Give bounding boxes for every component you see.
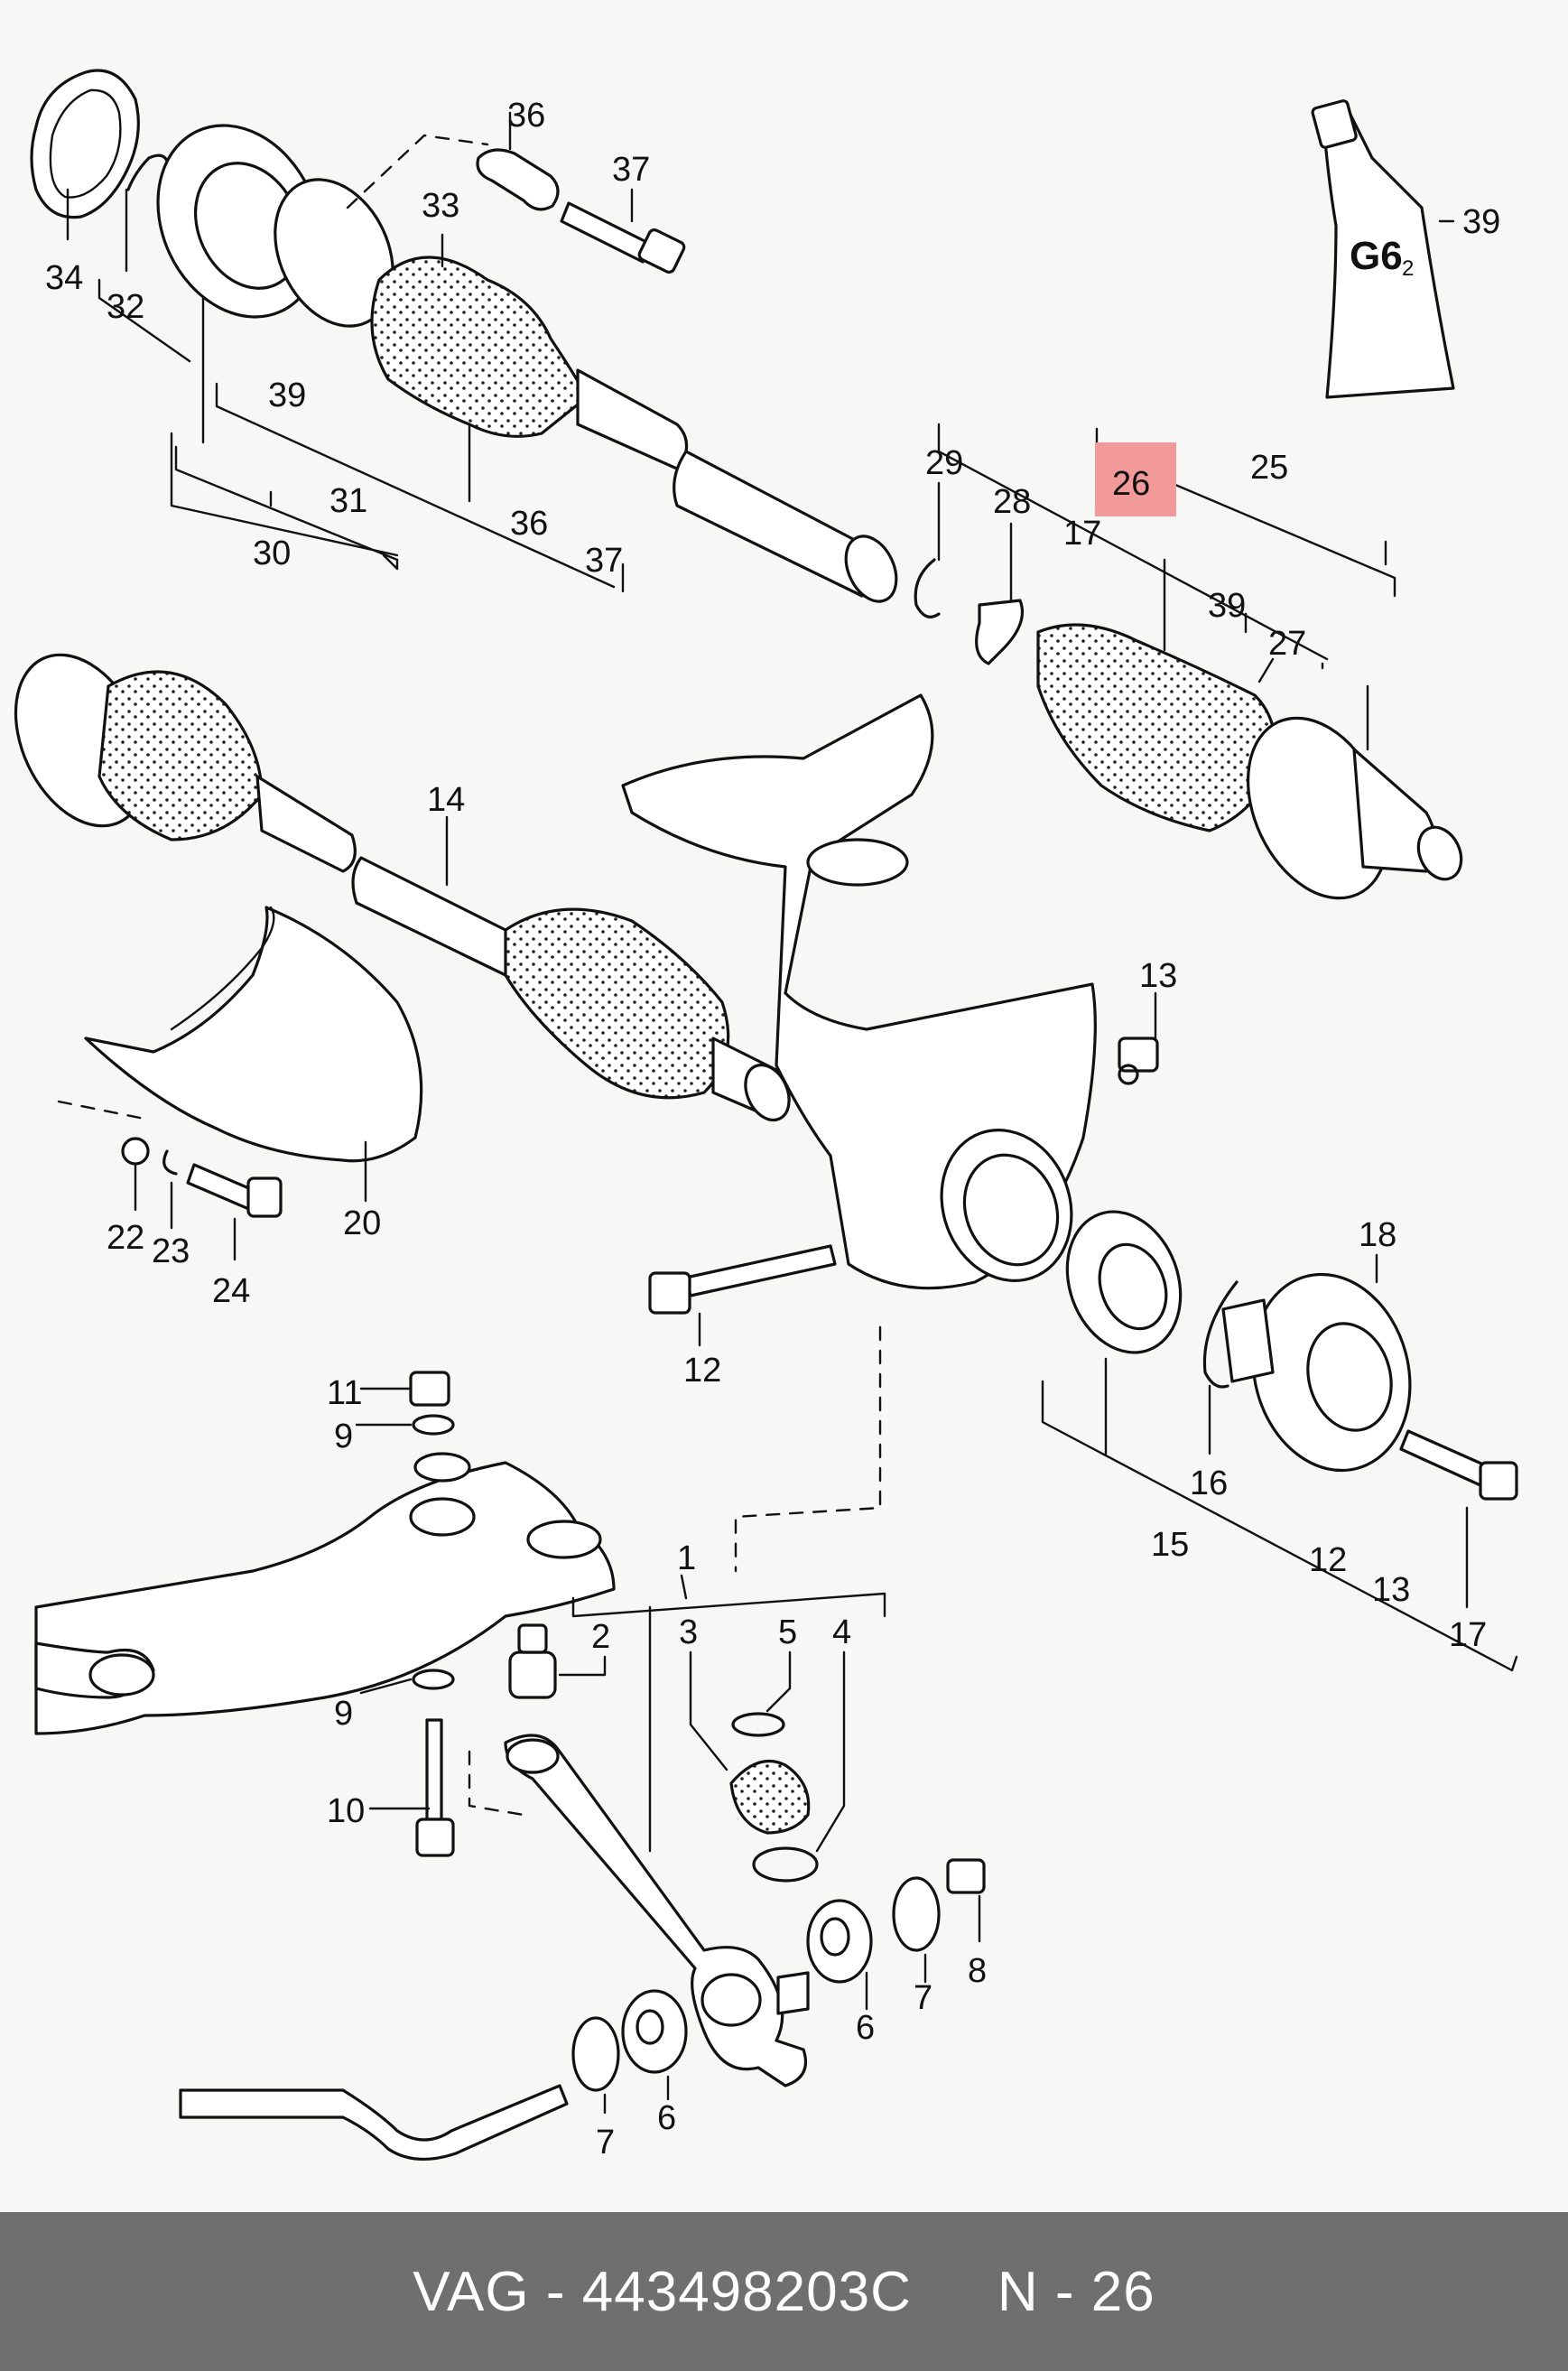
callout-24: 24: [212, 1272, 250, 1310]
callout-2: 2: [591, 1618, 610, 1656]
callout-27: 27: [1268, 625, 1306, 663]
callout-39: 39: [1462, 203, 1500, 241]
heat-shield-20: [84, 906, 423, 1163]
callout-13: 13: [1372, 1571, 1410, 1609]
upper-driveshaft: [30, 69, 898, 603]
nut-8: [946, 1858, 986, 1894]
callout-4: 4: [832, 1613, 851, 1651]
callout-6: 6: [856, 2009, 875, 2047]
inner-joint-assembly: [914, 558, 1463, 900]
callout-9: 9: [334, 1695, 353, 1733]
callout-39: 39: [1208, 587, 1246, 625]
gasket-34: [30, 69, 140, 219]
callout-labels: 34 32 36 37 33 39 39 31 36 37 30 29 28 2…: [45, 97, 1500, 2162]
subframe: [34, 1452, 616, 1735]
callout-37: 37: [612, 151, 650, 189]
boot-27: [1036, 623, 1276, 832]
callout-1: 1: [677, 1539, 696, 1577]
callout-7: 7: [596, 2124, 615, 2162]
callout-7: 7: [914, 1979, 932, 2017]
callout-5: 5: [778, 1613, 797, 1651]
part-number: 443498203C: [581, 2260, 912, 2323]
washer-7-left: [571, 2016, 620, 2092]
steering-knuckle: [621, 693, 1097, 1290]
circlip-29: [914, 558, 941, 618]
control-arm-1: [504, 1734, 810, 2087]
stabilizer-bar: [179, 2084, 569, 2162]
spring-washer-23: [162, 1149, 178, 1176]
grease-label-sub: 2: [1402, 256, 1414, 281]
bolt-37: [560, 201, 686, 274]
callout-30: 30: [253, 535, 291, 572]
leader-lines: [57, 111, 1518, 2115]
nut-13: [1118, 1037, 1159, 1085]
nut-11: [409, 1371, 450, 1407]
position-number: N - 26: [997, 2260, 1155, 2323]
callout-14: 14: [427, 781, 465, 819]
bolt-10: [415, 1718, 455, 1857]
callout-10: 10: [327, 1792, 365, 1830]
callout-36: 36: [507, 97, 545, 135]
callout-32: 32: [107, 288, 144, 326]
callout-23: 23: [152, 1232, 190, 1270]
bolt-17: [1399, 1429, 1518, 1501]
bush-6-right: [806, 1899, 873, 1984]
part-reference: VAG - 443498203C: [413, 2260, 912, 2324]
washer-22: [121, 1137, 150, 1166]
callout-12: 12: [1309, 1541, 1347, 1579]
callout-39: 39: [268, 377, 306, 414]
grease-label: G6: [1350, 234, 1403, 278]
bump-stop-3: [729, 1759, 811, 1835]
wheel-bearing-15: [1065, 1210, 1183, 1354]
highlight-26: [1095, 442, 1176, 516]
circlip-16: [1202, 1280, 1239, 1389]
callout-6: 6: [657, 2099, 676, 2137]
circlip-5: [731, 1712, 785, 1737]
driveshaft-14: [14, 653, 791, 1122]
callout-17: 17: [1063, 515, 1101, 553]
circlip-32: [126, 153, 169, 191]
bush-2: [508, 1623, 557, 1699]
bolt-12: [648, 1244, 837, 1315]
callout-29: 29: [925, 444, 963, 482]
washer-7-right: [892, 1876, 941, 1952]
brand: VAG: [413, 2260, 530, 2323]
callout-25: 25: [1250, 449, 1288, 487]
bolt-24: [186, 1163, 283, 1218]
boot-33: [370, 256, 589, 438]
callout-34: 34: [45, 259, 83, 297]
callout-3: 3: [679, 1613, 698, 1651]
callout-15: 15: [1151, 1526, 1189, 1564]
callout-22: 22: [107, 1219, 144, 1257]
callout-9: 9: [334, 1418, 353, 1455]
parts-diagram: G6 2: [14, 69, 1518, 2162]
callout-18: 18: [1359, 1216, 1396, 1254]
hub-18: [1221, 1272, 1412, 1473]
grease-tube-39: G6 2: [1311, 99, 1455, 399]
circlip-4: [752, 1846, 819, 1883]
callout-8: 8: [968, 1952, 987, 1990]
callout-17: 17: [1449, 1616, 1487, 1654]
washer-9-top: [412, 1414, 455, 1436]
plate-36: [476, 148, 560, 211]
callout-31: 31: [329, 482, 367, 520]
callout-13: 13: [1139, 957, 1177, 995]
callout-16: 16: [1190, 1464, 1228, 1502]
part-info-bar: VAG - 443498203C N - 26: [0, 2212, 1568, 2371]
callout-36: 36: [510, 505, 548, 543]
callout-12: 12: [683, 1352, 721, 1390]
callout-37: 37: [585, 542, 623, 580]
callout-20: 20: [343, 1204, 381, 1242]
bush-6-left: [621, 1989, 688, 2074]
callout-33: 33: [422, 187, 459, 225]
callout-28: 28: [993, 483, 1031, 521]
washer-9-bottom: [412, 1669, 455, 1690]
dished-washer-28: [975, 599, 1025, 665]
callout-26: 26: [1112, 465, 1150, 503]
separator: -: [545, 2260, 566, 2323]
callout-11: 11: [327, 1374, 362, 1412]
